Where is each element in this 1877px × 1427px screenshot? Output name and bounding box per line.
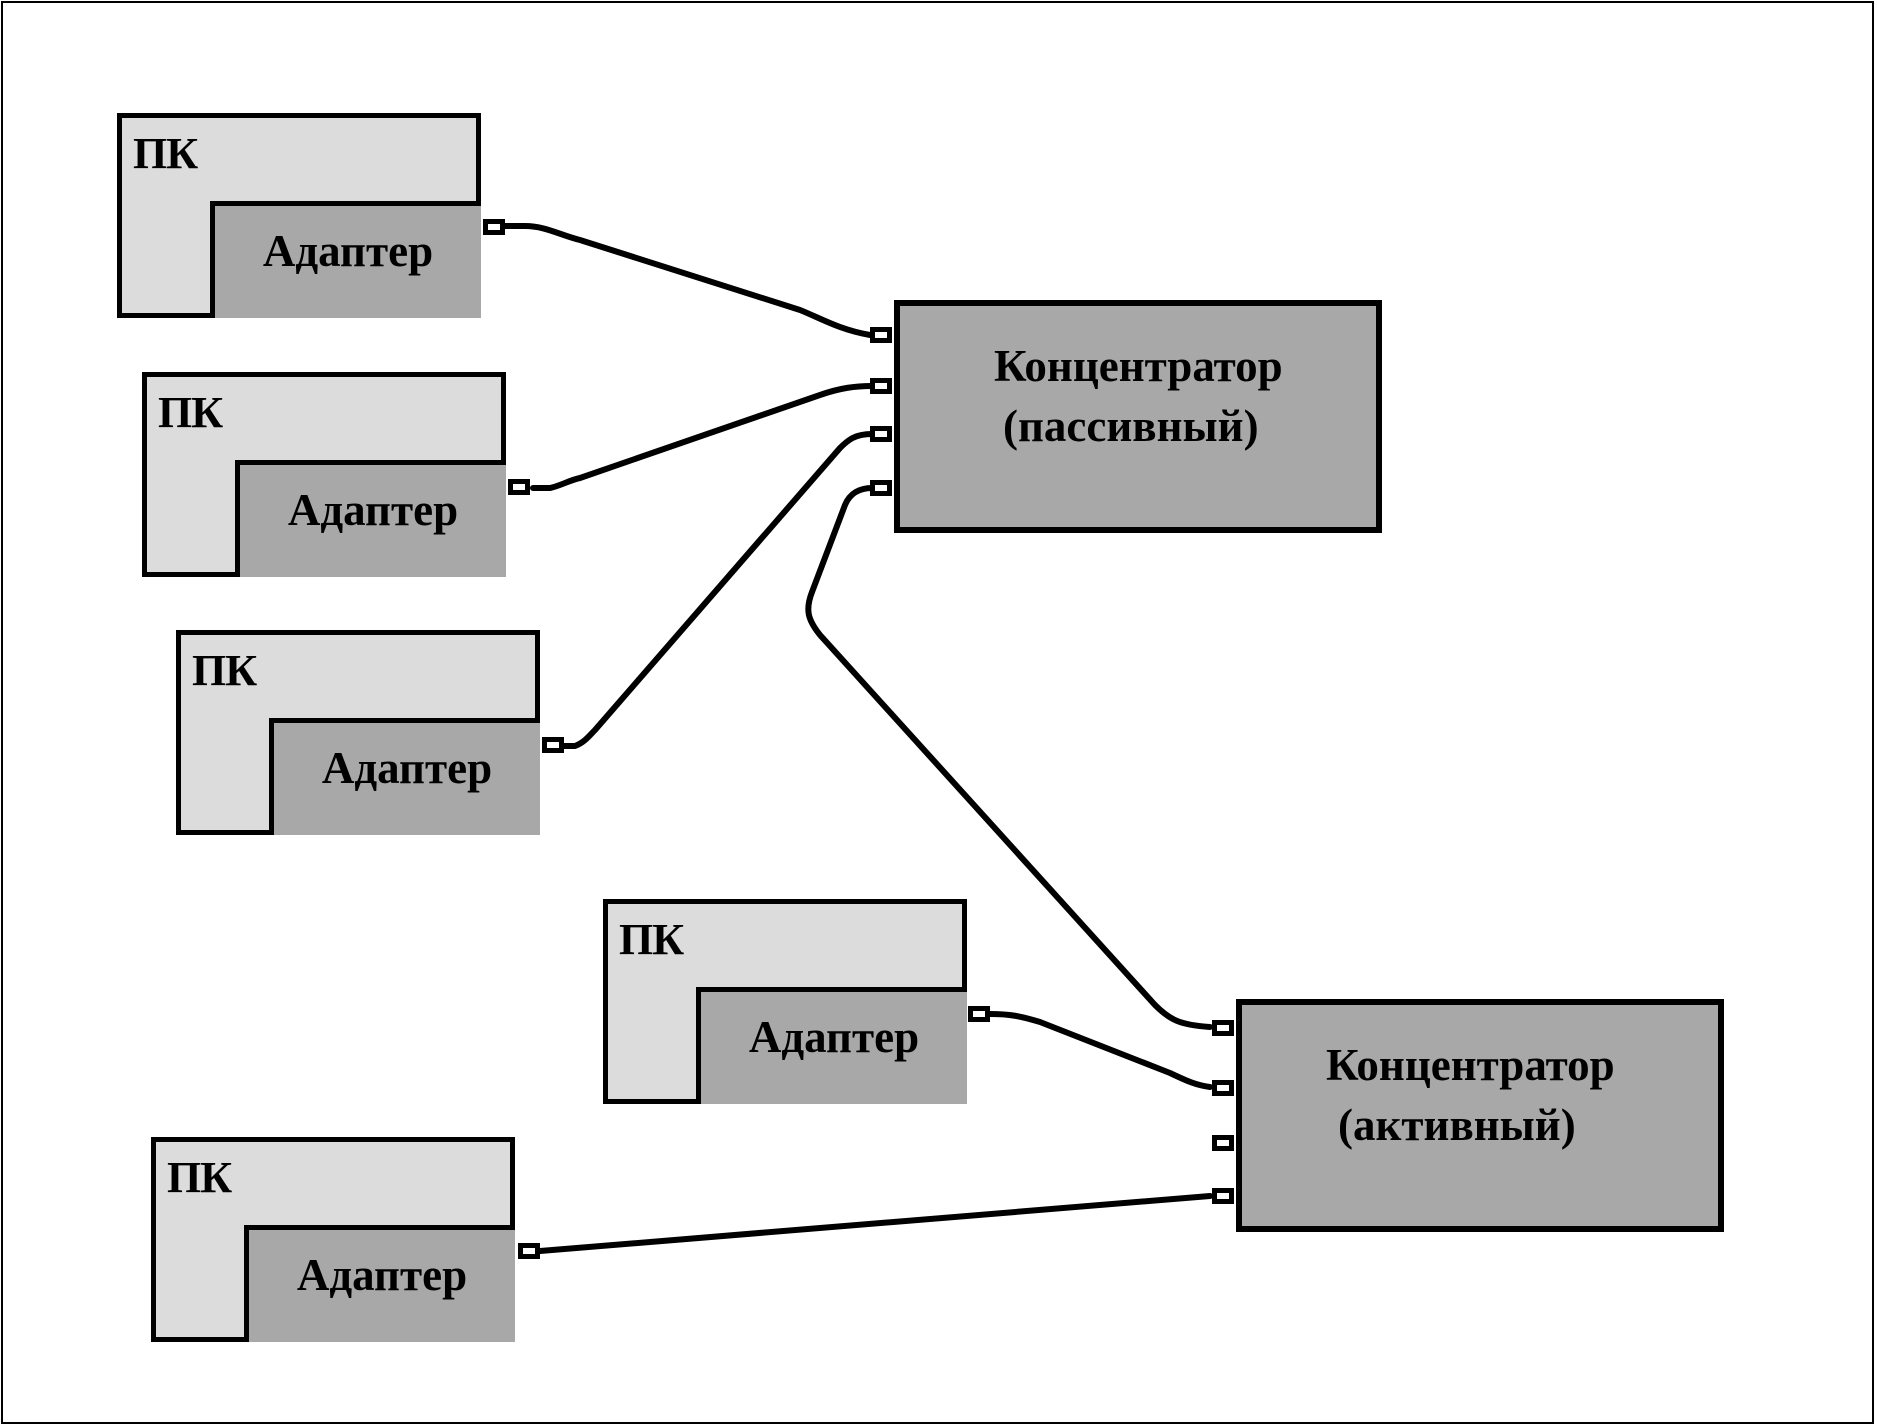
pc-2-adapter-port: [508, 479, 530, 495]
pc-4-adapter-port: [968, 1006, 990, 1022]
passive-hub-title: Концентратор: [994, 341, 1283, 391]
cable-pc4-active-hub: [987, 1011, 1213, 1090]
cable-pc2-passive-hub: [530, 383, 875, 491]
cable-passive-active-hub: [805, 485, 1213, 1030]
pc-4-adapter: Адаптер: [696, 987, 967, 1104]
cable-pc5-active-hub: [537, 1193, 1213, 1254]
pc-4-label: ПК: [619, 915, 684, 964]
pc-1: ПК Адаптер: [117, 113, 481, 318]
pc-5-label: ПК: [167, 1153, 232, 1202]
pc-2-adapter-label: Адаптер: [287, 485, 459, 535]
pc-5-adapter: Адаптер: [244, 1225, 515, 1342]
pc-2-label: ПК: [158, 388, 223, 437]
active-hub-subtitle: (активный): [1338, 1100, 1576, 1150]
passive-hub: Концентратор (пассивный): [894, 300, 1382, 533]
cable-pc3-passive-hub: [560, 431, 875, 749]
pc-3-adapter-label: Адаптер: [321, 743, 493, 793]
pc-3: ПК Адаптер: [176, 630, 540, 835]
pc-2-adapter: Адаптер: [235, 460, 506, 577]
passive-hub-port-1: [870, 327, 892, 343]
pc-1-adapter-label: Адаптер: [262, 226, 434, 276]
active-hub-port-1: [1212, 1020, 1234, 1036]
active-hub-port-4: [1212, 1188, 1234, 1204]
pc-2: ПК Адаптер: [142, 372, 506, 577]
passive-hub-port-3: [870, 426, 892, 442]
active-hub-port-2: [1212, 1080, 1234, 1096]
pc-3-label: ПК: [192, 646, 257, 695]
pc-1-adapter-port: [483, 219, 505, 235]
pc-3-adapter: Адаптер: [269, 718, 540, 835]
active-hub-port-3: [1212, 1135, 1234, 1151]
active-hub: Концентратор (активный): [1236, 999, 1724, 1232]
active-hub-title: Концентратор: [1326, 1040, 1615, 1090]
pc-3-adapter-port: [542, 737, 564, 753]
pc-4: ПК Адаптер: [603, 899, 967, 1104]
pc-5-adapter-port: [518, 1243, 540, 1259]
pc-5-adapter-label: Адаптер: [296, 1250, 468, 1300]
passive-hub-subtitle: (пассивный): [1003, 401, 1259, 451]
pc-1-adapter: Адаптер: [210, 201, 481, 318]
pc-4-adapter-label: Адаптер: [748, 1012, 920, 1062]
pc-5: ПК Адаптер: [151, 1137, 515, 1342]
passive-hub-port-4: [870, 480, 892, 496]
pc-1-label: ПК: [133, 129, 198, 178]
passive-hub-port-2: [870, 378, 892, 394]
cable-pc1-passive-hub: [502, 223, 873, 338]
